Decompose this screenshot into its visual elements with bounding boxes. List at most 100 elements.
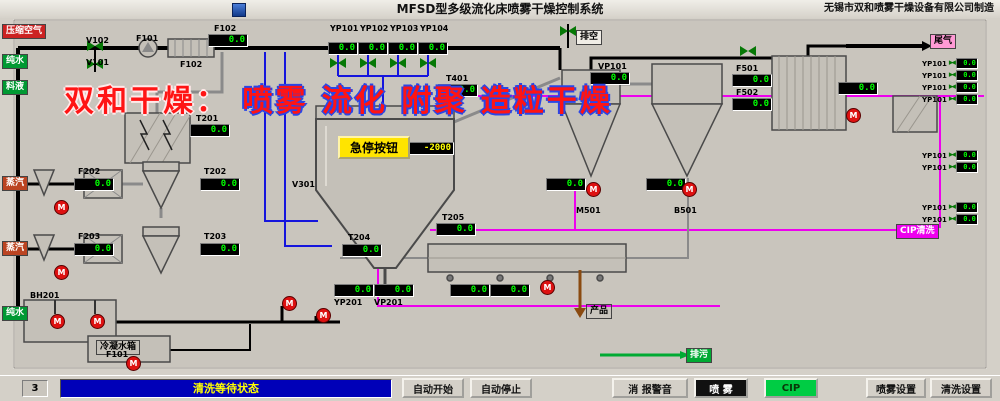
valve-row[interactable]: YP101 ▸◂ 0.0 [922, 82, 978, 93]
title-bar: MFSD型多级流化床喷雾干燥控制系统 无锡市双和喷雾干燥设备有限公司制造 [0, 0, 1000, 19]
equipment-tag: F203 [78, 232, 101, 241]
pump-motor-icon[interactable]: M [586, 182, 601, 197]
value-display: 0.0 [838, 82, 878, 95]
status-text: 清洗等待状态 [60, 379, 392, 398]
value-display: 0.0 [342, 244, 382, 257]
valve-row[interactable]: YP101 ▸◂ 0.0 [922, 162, 978, 173]
pump-motor-icon[interactable]: M [540, 280, 555, 295]
dryer-inlet-duct [315, 105, 455, 120]
equipment-tag: F102 [180, 60, 203, 69]
value-display: 0.0 [418, 42, 448, 55]
equipment-tag: T204 [348, 233, 371, 242]
value-display: 0.0 [74, 178, 114, 191]
value-display: 0.0 [208, 34, 248, 47]
valve-readout: 0.0 [955, 94, 978, 105]
valve-icon[interactable]: ▸◂ [948, 202, 956, 212]
valve-tag-label: YP101 [922, 203, 947, 212]
page-number[interactable]: 3 [22, 380, 48, 397]
value-display: 0.0 [438, 84, 478, 97]
equipment-tag: F101 [136, 34, 159, 43]
equipment-tag: F101 [106, 350, 129, 359]
valve-icon[interactable]: ▸◂ [948, 150, 956, 160]
valve-icon[interactable]: ▸◂ [948, 94, 956, 104]
value-display: 0.0 [490, 284, 530, 297]
equipment-tag: YP201 [334, 298, 363, 307]
value-display: 0.0 [388, 42, 418, 55]
pump-motor-icon[interactable]: M [54, 200, 69, 215]
control-button[interactable]: 清洗设置 [930, 378, 992, 398]
equipment-tag: B501 [674, 206, 697, 215]
emergency-stop-button[interactable]: 急停按钮 [338, 136, 410, 159]
product-line [574, 270, 586, 318]
pump-motor-icon[interactable]: M [126, 356, 141, 371]
flow-label: 产品 [586, 304, 613, 319]
control-button[interactable]: 自动停止 [470, 378, 532, 398]
valve-tag-label: YP101 [922, 59, 947, 68]
pump-motor-icon[interactable]: M [90, 314, 105, 329]
control-button[interactable]: 自动开始 [402, 378, 464, 398]
pump-motor-icon[interactable]: M [316, 308, 331, 323]
piping-artwork [0, 18, 1000, 375]
value-display: 0.0 [200, 243, 240, 256]
flow-label: 蒸汽 [2, 176, 29, 191]
equipment-tag: T201 [196, 114, 219, 123]
valve-readout: 0.0 [955, 162, 978, 173]
valve-icon[interactable]: ▸◂ [948, 70, 956, 80]
control-button[interactable]: 消 报警音 [612, 378, 688, 398]
cyclone-t202 [141, 170, 181, 210]
cyclone-b501-body [651, 63, 723, 105]
valve-icon[interactable]: ▸◂ [948, 214, 956, 224]
equipment-tag: F501 [736, 64, 759, 73]
equipment-tag: BH201 [30, 291, 60, 300]
valve-row[interactable]: YP101 ▸◂ 0.0 [922, 214, 978, 225]
flow-label: 纯水 [2, 306, 29, 321]
valve-row[interactable]: YP101 ▸◂ 0.0 [922, 70, 978, 81]
value-display: 0.0 [190, 124, 230, 137]
equipment-tag: T203 [204, 232, 227, 241]
control-button[interactable]: CIP [764, 378, 818, 398]
value-display: -2000 [408, 142, 454, 155]
status-bar: 3 清洗等待状态 自动开始自动停止 消 报警音喷 雾 CIP 喷雾设置清洗设置 [0, 375, 1000, 401]
valve-icon[interactable]: ▸◂ [948, 58, 956, 68]
pump-motor-icon[interactable]: M [54, 265, 69, 280]
valve-readout: 0.0 [955, 150, 978, 161]
valve-tag-label: YP101 [922, 83, 947, 92]
value-display: 0.0 [646, 178, 686, 191]
pump-motor-icon[interactable]: M [682, 182, 697, 197]
valve-row[interactable]: YP101 ▸◂ 0.0 [922, 94, 978, 105]
window-title: MFSD型多级流化床喷雾干燥控制系统 [396, 2, 604, 16]
valve-tag-label: YP101 [922, 95, 947, 104]
value-display: 0.0 [450, 284, 490, 297]
equipment-tag: M501 [576, 206, 601, 215]
flow-label: 蒸汽 [2, 241, 29, 256]
equipment-tag: V102 [86, 36, 109, 45]
valve-tag-label: YP101 [922, 71, 947, 80]
valve-icon[interactable]: ▸◂ [948, 82, 956, 92]
value-display: 0.0 [436, 223, 476, 236]
flow-label: 压缩空气 [2, 24, 47, 39]
control-button[interactable]: 喷 雾 [694, 378, 748, 398]
valve-row[interactable]: YP101 ▸◂ 0.0 [922, 150, 978, 161]
equipment-tag: T401 [446, 74, 469, 83]
equipment-tag: VP201 [374, 298, 403, 307]
value-display: 0.0 [74, 243, 114, 256]
pipes-blue [264, 52, 429, 247]
equipment-tag: F102 [214, 24, 237, 33]
pump-motor-icon[interactable]: M [282, 296, 297, 311]
valve-row[interactable]: YP101 ▸◂ 0.0 [922, 58, 978, 69]
equipment-tag: VP101 [598, 62, 627, 71]
pump-motor-icon[interactable]: M [50, 314, 65, 329]
equipment-tag: YP103 [390, 24, 419, 33]
equipment-tag: YP104 [420, 24, 449, 33]
bag-filter [124, 112, 191, 164]
control-button[interactable]: 喷雾设置 [866, 378, 926, 398]
valve-icon[interactable]: ▸◂ [948, 162, 956, 172]
value-display: 0.0 [328, 42, 358, 55]
valve-row[interactable]: YP101 ▸◂ 0.0 [922, 202, 978, 213]
pump-motor-icon[interactable]: M [846, 108, 861, 123]
cyclone-t203 [141, 235, 181, 275]
equipment-tag: V301 [292, 180, 315, 189]
valve-tag-label: YP101 [922, 215, 947, 224]
equipment-tag: T202 [204, 167, 227, 176]
flow-label: 冷凝水箱 [96, 340, 141, 355]
